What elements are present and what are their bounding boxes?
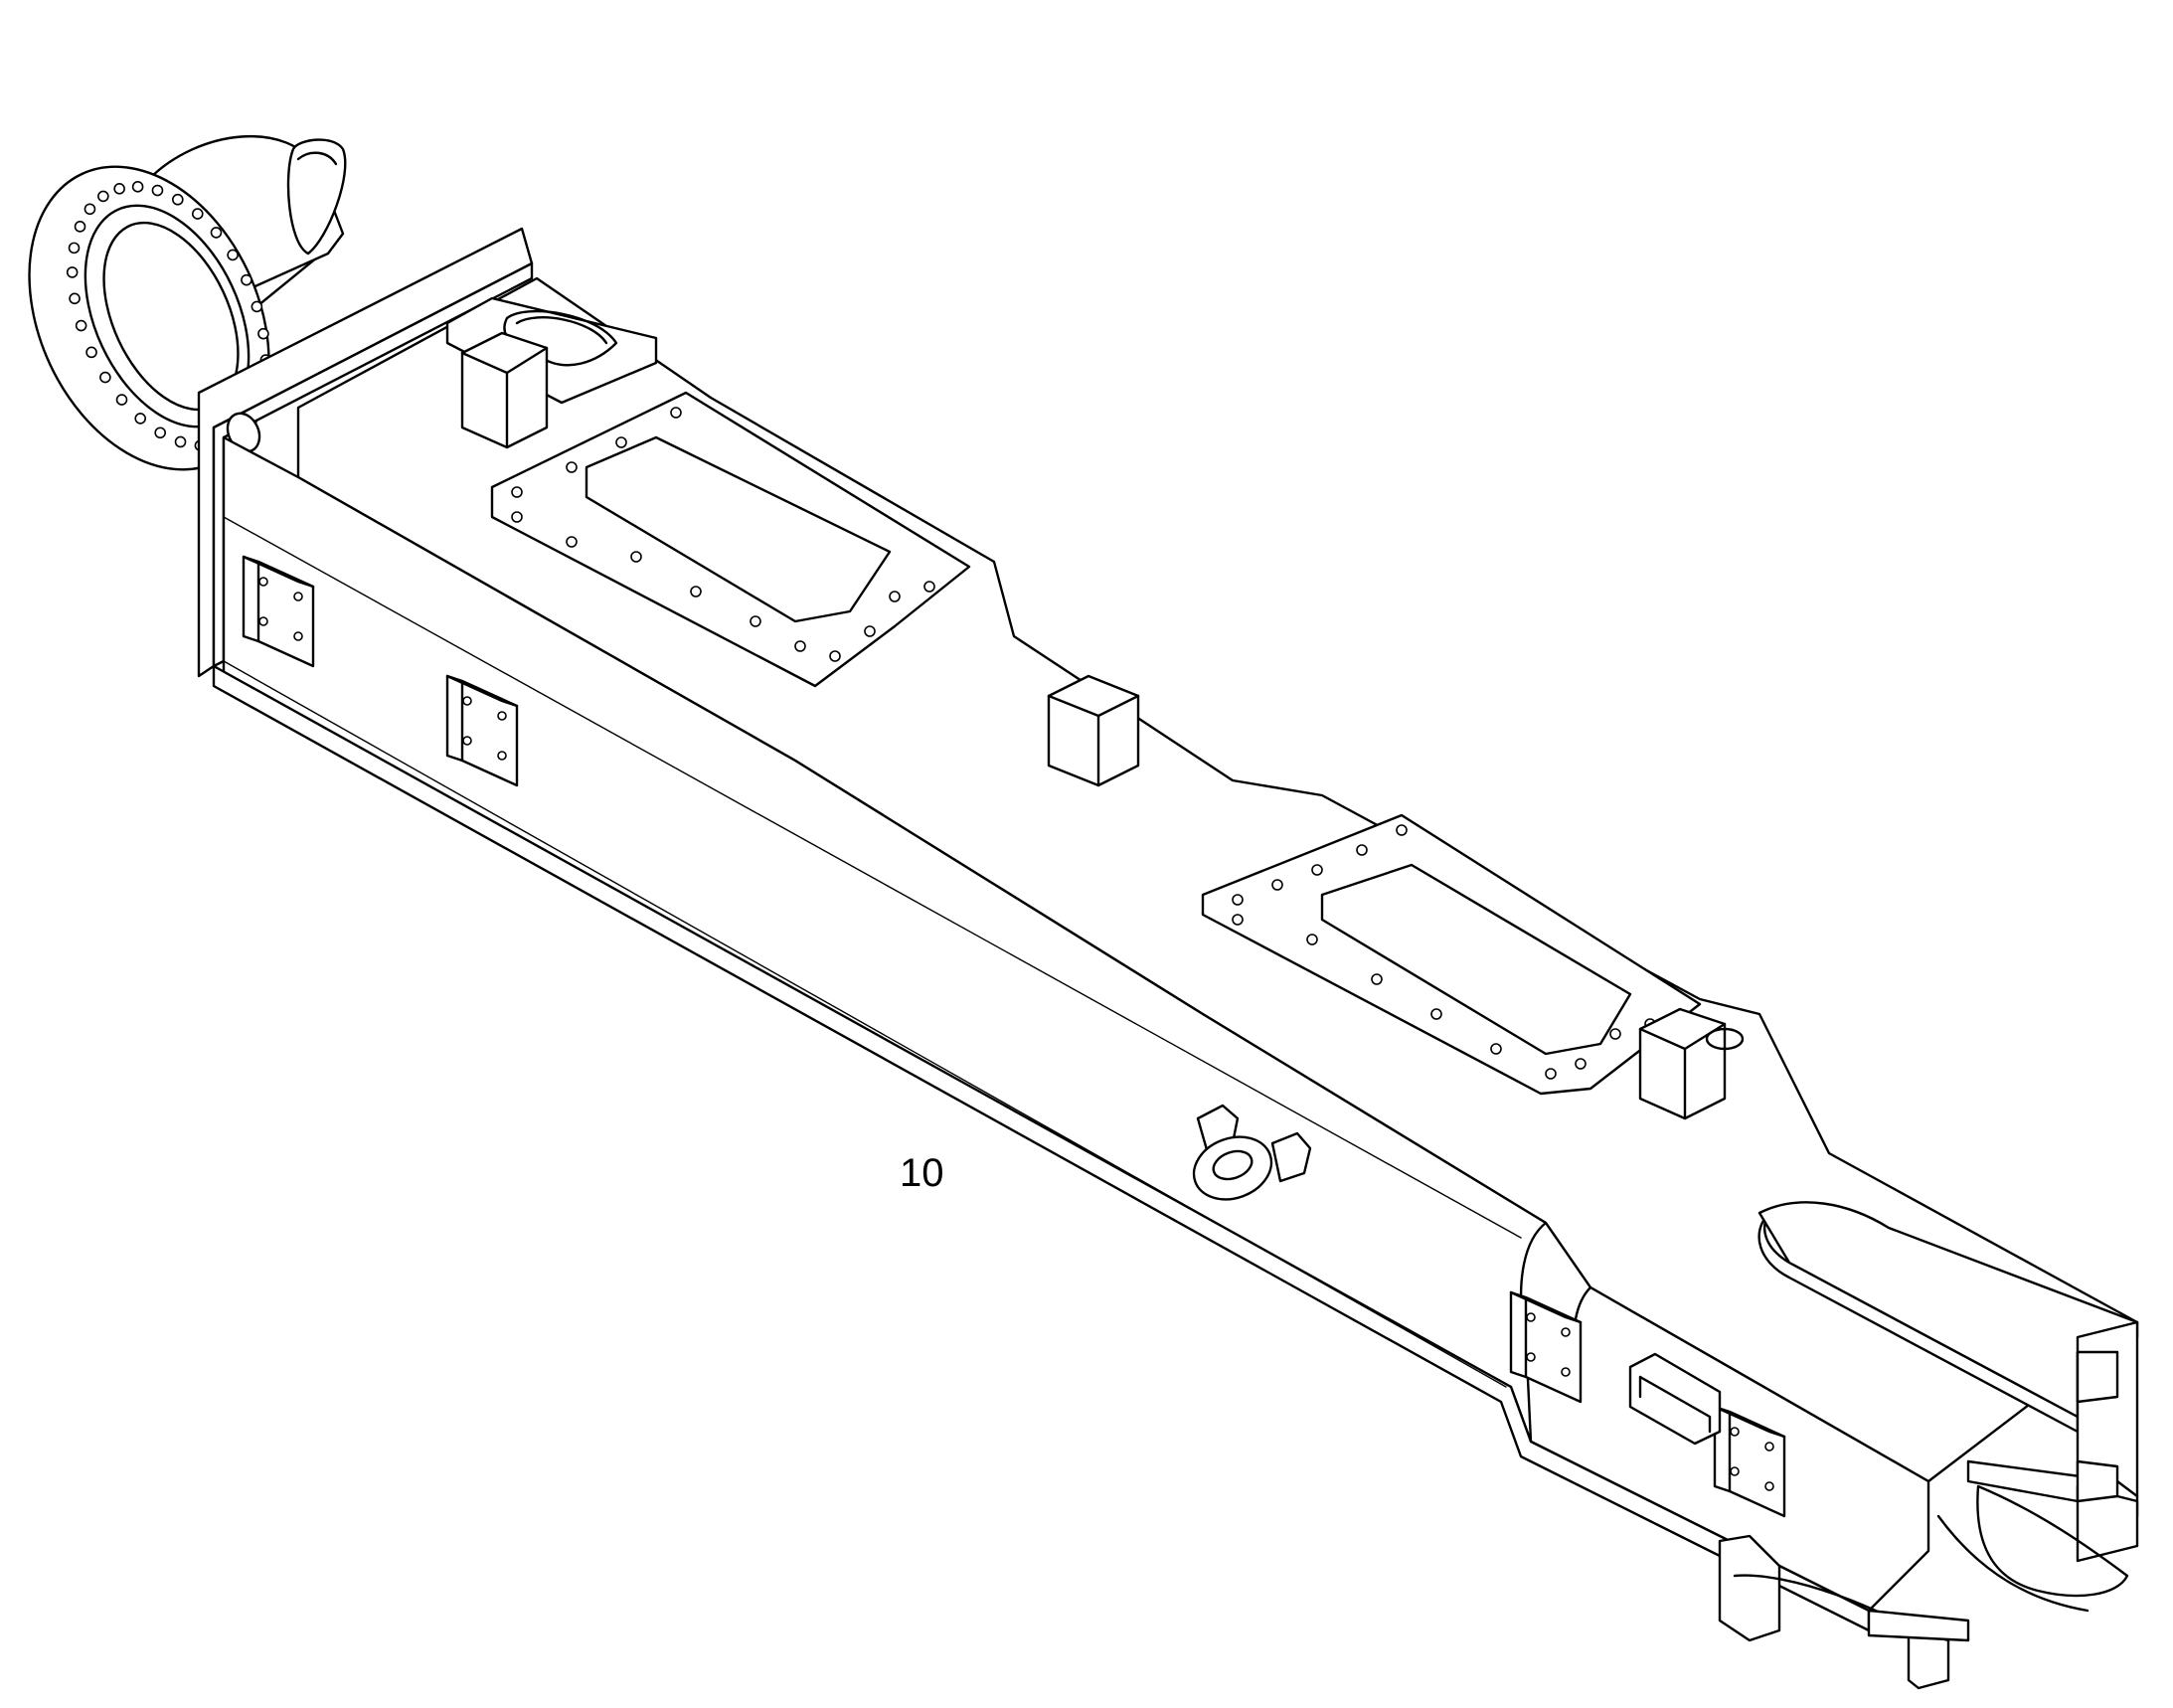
bolt-hole	[293, 592, 303, 601]
bolt-hole	[1232, 894, 1244, 906]
bolt-hole	[923, 581, 935, 593]
pivot-hub	[28, 134, 347, 471]
bolt-hole	[115, 394, 128, 406]
bolt-hole	[113, 183, 125, 195]
bolt-hole	[69, 292, 81, 305]
front-fork	[1718, 1201, 2139, 1690]
cover-front-bolt-holes	[1232, 824, 1656, 1080]
bolt-hole	[210, 227, 223, 239]
bolt-hole	[1430, 1008, 1442, 1020]
access-cover-rear	[490, 391, 971, 688]
bolt-hole	[134, 413, 147, 425]
access-cover-front	[1201, 813, 1702, 1096]
bolt-hole	[1311, 864, 1323, 876]
wear-block-mid	[1047, 674, 1140, 787]
bolt-hole	[750, 615, 761, 627]
bolt-hole	[1575, 1058, 1587, 1070]
bolt-hole	[497, 711, 507, 721]
bolt-hole	[84, 203, 96, 216]
bolt-hole	[1371, 973, 1383, 985]
bolt-hole	[511, 511, 523, 523]
bolt-hole	[174, 435, 187, 448]
lifting-eye	[1192, 1104, 1312, 1201]
bolt-hole	[1764, 1481, 1774, 1491]
bolt-hole	[889, 591, 901, 602]
bolt-hole	[462, 696, 472, 706]
bolt-hole	[1232, 914, 1244, 926]
part-callout-label: 10	[900, 1151, 944, 1195]
bolt-hole	[74, 221, 86, 233]
bolt-hole	[1730, 1466, 1740, 1476]
bolt-hole	[566, 461, 578, 473]
cover-rear-bolt-holes	[511, 407, 935, 662]
bolt-hole	[690, 586, 702, 598]
bolt-hole	[566, 536, 578, 548]
bolt-hole	[1561, 1327, 1571, 1337]
bolt-hole	[99, 371, 111, 384]
bolt-hole	[462, 736, 472, 746]
bolt-hole	[511, 486, 523, 498]
wear-block-rear	[460, 331, 549, 449]
bolt-hole	[97, 190, 109, 203]
bolt-hole	[172, 193, 184, 206]
bolt-hole	[1271, 879, 1283, 891]
bolt-hole	[829, 650, 841, 662]
bolt-hole	[497, 751, 507, 761]
bolt-hole	[131, 181, 144, 193]
bolt-hole	[1561, 1367, 1571, 1377]
bolt-hole	[670, 407, 682, 419]
wear-block-front	[1638, 1007, 1745, 1120]
bolt-hole	[1306, 934, 1318, 945]
bolt-hole	[1526, 1352, 1536, 1362]
bolt-hole	[68, 242, 81, 255]
bolt-hole	[258, 577, 268, 587]
mounting-flange	[197, 227, 534, 678]
bolt-hole	[293, 631, 303, 641]
bolt-hole	[1526, 1312, 1536, 1322]
bolt-hole	[1730, 1427, 1740, 1437]
bolt-hole	[66, 266, 79, 278]
side-handle	[1628, 1352, 1722, 1446]
bolt-hole	[1396, 824, 1408, 836]
bolt-hole	[154, 427, 166, 439]
bolt-hole	[1490, 1043, 1502, 1055]
bolt-hole	[615, 436, 627, 448]
bolt-hole	[794, 640, 806, 652]
bolt-hole	[1356, 844, 1368, 856]
bolt-hole	[191, 208, 204, 220]
bolt-hole	[75, 319, 87, 332]
bolt-hole	[227, 249, 239, 261]
bolt-hole	[1764, 1442, 1774, 1452]
bolt-hole	[257, 327, 269, 340]
bolt-hole	[258, 616, 268, 626]
bolt-hole	[630, 551, 642, 563]
bolt-hole	[1545, 1068, 1557, 1080]
bolt-hole	[85, 346, 97, 359]
bolt-hole	[241, 273, 252, 286]
bolt-hole	[251, 300, 263, 313]
side-pad-bolt-holes	[258, 577, 1774, 1491]
bolt-hole	[151, 184, 164, 197]
bolt-hole	[1609, 1028, 1621, 1040]
bolt-hole	[864, 625, 876, 637]
